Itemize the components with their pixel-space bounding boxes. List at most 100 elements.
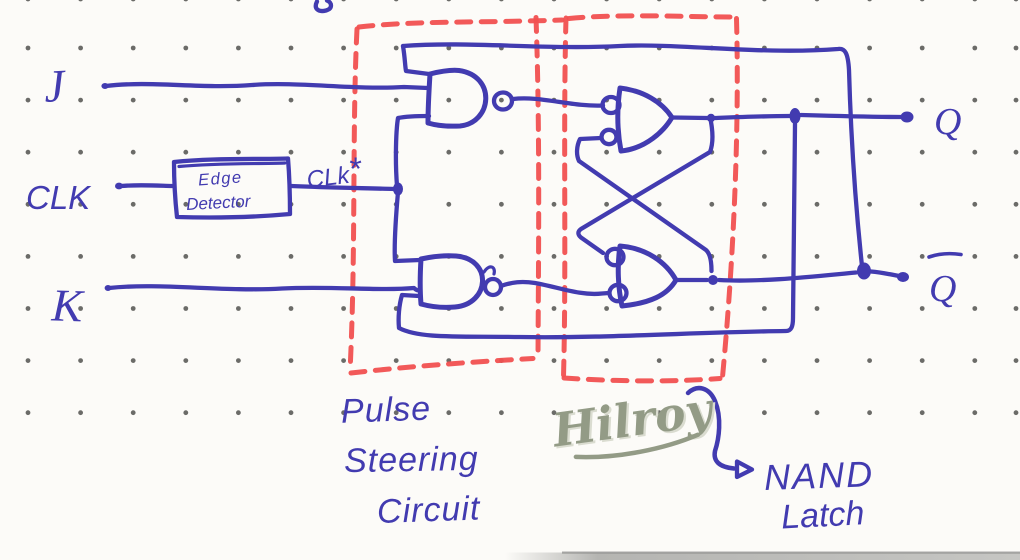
nand-gate-steering-bottom-pen-curl [482,265,496,276]
clk-star-label: CLk [305,162,353,194]
grid-dot [656,410,662,416]
grid-dot [78,45,83,51]
handwritten-labels: J CLK Edge Detector CLk * K Q Q Pulse St… [26,60,963,537]
k-wire [106,284,423,293]
grid-dot [78,254,83,259]
grid-dot [814,97,820,103]
arrow-curve [685,385,737,471]
grid-dot [972,0,977,2]
grid-dot [972,97,978,103]
grid-dot [25,0,31,2]
grid-dot [130,306,136,311]
nand-latch-annotation-arrow [685,385,755,480]
grid-dot [551,201,557,207]
grid-dot [183,410,189,416]
grid-dot [657,0,662,2]
grid-dot [972,306,978,311]
grid-dot [762,306,767,311]
qbar-feedback-wire [400,42,865,269]
grid-dot [972,254,978,259]
grid-dot [919,254,925,259]
grid-dot [972,45,978,51]
grid-dot [131,0,136,2]
latch-gate-bottom [604,243,679,309]
nand-gate-steering-bottom [417,253,504,310]
steering-top-output-wire [510,96,606,108]
grid-dot [183,201,189,207]
page-edge [505,551,1020,560]
edge-detector-box [171,156,293,220]
grid-dot [78,306,83,311]
grid-dot [919,97,925,103]
grid-dot [604,0,609,2]
grid-dot [867,410,872,416]
grid-dot [499,306,504,311]
grid-dot [183,97,189,103]
grid-dot [604,306,609,311]
nand-latch-box [561,13,740,384]
k-label: K [50,279,86,331]
grid-dot [499,410,504,416]
grid-dot [499,149,504,155]
grid-dot [867,254,872,259]
grid-dot [499,201,504,207]
latch-gate-bottom-body [615,243,679,309]
nand-latch-box-top [566,13,738,21]
grid-dot [341,306,346,311]
nand-latch-box-bottom [561,375,723,384]
grid-dot [499,0,504,2]
grid-dot [183,358,189,363]
q-wire [669,112,904,121]
grid-dot [762,201,767,207]
grid-dot [25,306,31,311]
grid-dot [919,45,925,51]
q-terminal-dot [900,111,914,123]
grid-dot [867,149,872,155]
grid-dot [656,358,662,363]
grid-dot [867,0,872,2]
grid-dot [1013,45,1019,51]
clk-label: CLK [26,179,92,216]
grid-dot [656,149,662,155]
grid-dot [919,306,925,311]
grid-dot [604,358,609,363]
edge-detector-label-line2: Detector [186,192,252,214]
nand-latch-label-line2: Latch [780,494,865,536]
grid-dot [25,358,31,363]
grid-dot [762,254,767,259]
grid-dot [446,201,452,207]
grid-dot [25,97,31,103]
grid-dot [78,201,83,207]
grid-dot [394,0,399,2]
grid-dot [78,149,83,155]
grid-dot [551,0,557,2]
j-wire [103,81,431,91]
grid-dot [341,410,346,416]
grid-dot [446,45,452,51]
grid-dot [709,306,715,311]
grid-dot [551,149,557,155]
pulse-steering-label-line2: Steering [344,440,479,480]
grid-dot [814,306,820,311]
edge-detector-label-line1: Edge [197,168,243,189]
grid-dot [288,45,294,51]
grid-dot [604,201,609,207]
q-feedback-wire [396,121,798,340]
grid-dot [446,410,452,416]
grid-dot [1013,358,1019,363]
grid-dot [499,97,504,103]
grid-dot [288,149,294,155]
grid-dot [446,97,452,103]
grid-dot [341,254,346,259]
clk-star-asterisk: * [348,151,362,187]
qbar-label: Q [929,268,956,310]
qbar-junction-dot-1 [708,275,718,285]
grid-dot [1013,97,1019,103]
grid-dot [709,358,715,363]
pulse-steering-label-line3: Circuit [376,489,481,531]
grid-dot [341,45,346,51]
grid-dot [762,410,767,416]
grid-dot [814,201,820,207]
edge-detector-box-double-stroke [177,161,287,169]
